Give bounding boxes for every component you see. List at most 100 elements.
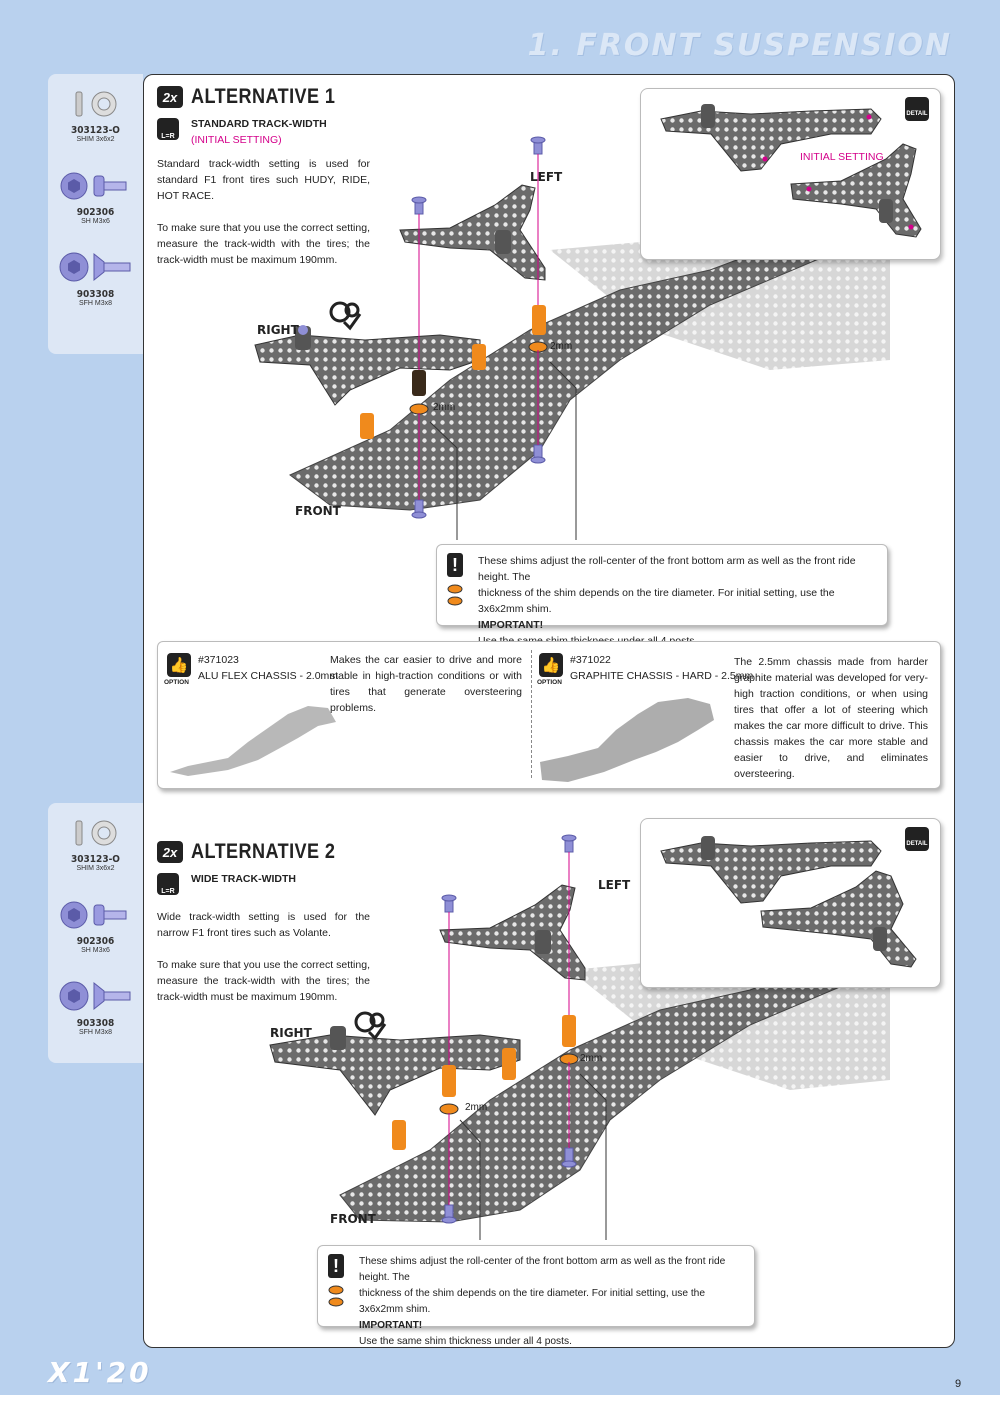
brand-logo: X1'20 — [48, 1356, 152, 1389]
detail-arm-illustration — [660, 104, 922, 238]
alu-chassis-image — [170, 706, 336, 776]
option-number: #371023 — [198, 654, 239, 666]
option-2-part: #371022 GRAPHITE CHASSIS - HARD - 2.5mm — [570, 652, 753, 684]
warning-icon: ! — [328, 1254, 344, 1278]
part-sfh-screw: 903308 SFH M3x8 — [48, 979, 143, 1036]
quantity-badge: 2x — [157, 86, 183, 108]
alt1-detail-box: INITIAL SETTING DETAIL — [640, 88, 941, 260]
note-line-2: thickness of the shim depends on the tir… — [478, 587, 835, 615]
shim-size-label: 2mm — [465, 1102, 488, 1113]
note-line-3: Use the same shim thickness under all 4 … — [359, 1336, 572, 1347]
alt1-header: 2x ALTERNATIVE 1 — [157, 85, 359, 109]
note-line-1: These shims adjust the roll-center of th… — [359, 1256, 726, 1283]
socket-head-screw-icon — [60, 172, 127, 200]
part-desc: SFH M3x8 — [78, 1029, 113, 1036]
thumbs-up-icon: 👍 — [539, 653, 563, 677]
option-name: GRAPHITE CHASSIS - HARD - 2.5mm — [570, 670, 754, 682]
note-important: IMPORTANT! — [478, 619, 544, 631]
left-arm-plate — [439, 884, 586, 981]
flat-head-screw-icon — [59, 252, 131, 282]
part-desc: SFH M3x8 — [78, 300, 113, 307]
shim-size-label: 2mm — [550, 341, 573, 352]
detail-magnifier-icon: DETAIL — [905, 827, 929, 851]
initial-setting-label: INITIAL SETTING — [800, 151, 884, 163]
option-tag: OPTION — [164, 679, 189, 686]
socket-head-screw-icon — [60, 901, 127, 929]
alt2-subtitle: WIDE TRACK-WIDTH — [191, 873, 296, 885]
parts-sidebar-1: 303123-O SHIM 3x6x2 902306 SH M3x6 90330… — [48, 74, 143, 354]
shim-size-label: 2mm — [433, 402, 456, 413]
part-code: 903308 — [76, 1018, 115, 1029]
detail-arm-illustration — [660, 836, 917, 968]
part-sh-screw: 902306 SH M3x6 — [48, 170, 143, 225]
shim-icon — [328, 1285, 344, 1307]
alt2-paragraph-1: Wide track-width setting is used for the… — [157, 911, 370, 939]
part-desc: SH M3x6 — [81, 218, 110, 225]
alt1-shim-note: ! These shims adjust the roll-center of … — [436, 544, 888, 647]
alt2-detail-box: DETAIL — [640, 818, 941, 988]
part-code: 303123-O — [71, 854, 120, 865]
alt1-description: Standard track-width setting is used for… — [157, 156, 370, 284]
part-shim: 303123-O SHIM 3x6x2 — [48, 817, 143, 872]
note-line-1: These shims adjust the roll-center of th… — [478, 555, 856, 583]
note-line-2: thickness of the shim depends on the tir… — [359, 1288, 705, 1315]
shim-part-icon — [75, 820, 117, 846]
tool-check-icon — [354, 1011, 387, 1041]
part-code: 303123-O — [71, 125, 120, 136]
left-arm-plate — [399, 184, 546, 281]
options-divider — [531, 650, 532, 778]
quantity-badge: 2x — [157, 841, 183, 863]
alt2-title: ALTERNATIVE 2 — [191, 840, 336, 863]
alt1-subtitle: STANDARD TRACK-WIDTH — [191, 118, 327, 130]
label-right: RIGHT — [257, 323, 299, 337]
graphite-chassis-image — [540, 698, 714, 782]
tool-check-icon — [329, 301, 362, 331]
option-1-part: #371023 ALU FLEX CHASSIS - 2.0mm — [198, 652, 338, 684]
flat-head-screw-icon — [59, 981, 131, 1011]
option-number: #371022 — [570, 654, 611, 666]
option-1-desc: Makes the car easier to drive and more s… — [330, 654, 522, 714]
part-code: 902306 — [76, 207, 115, 218]
part-sh-screw: 902306 SH M3x6 — [48, 899, 143, 954]
label-left: LEFT — [530, 170, 563, 184]
part-desc: SHIM 3x6x2 — [76, 865, 115, 872]
shim-icon — [447, 584, 463, 606]
alt1-paragraph-2: To make sure that you use the correct se… — [157, 222, 370, 266]
right-arm-plate — [254, 334, 481, 406]
part-sfh-screw: 903308 SFH M3x8 — [48, 250, 143, 307]
option-2-desc: The 2.5mm chassis made from harder graph… — [734, 656, 928, 780]
part-code: 902306 — [76, 936, 115, 947]
orange-posts — [392, 1015, 576, 1150]
label-right: RIGHT — [270, 1026, 312, 1040]
parts-sidebar-2: 303123-O SHIM 3x6x2 902306 SH M3x6 90330… — [48, 803, 143, 1063]
shim-size-label: 2mm — [580, 1053, 603, 1064]
left-right-same-icon: L=R — [157, 873, 179, 895]
page-number: 9 — [955, 1378, 962, 1390]
alt2-description: Wide track-width setting is used for the… — [157, 909, 370, 1021]
option-name: ALU FLEX CHASSIS - 2.0mm — [198, 670, 339, 682]
chassis-plate — [289, 239, 842, 511]
left-right-same-icon: L=R — [157, 118, 179, 140]
part-code: 903308 — [76, 289, 115, 300]
alt1-title: ALTERNATIVE 1 — [191, 85, 336, 108]
orange-posts — [360, 305, 546, 439]
shim-part-icon — [75, 91, 117, 117]
option-tag: OPTION — [537, 679, 562, 686]
part-shim: 303123-O SHIM 3x6x2 — [48, 88, 143, 143]
alt2-shim-note: ! These shims adjust the roll-center of … — [317, 1245, 755, 1347]
detail-magnifier-icon: DETAIL — [905, 97, 929, 121]
note-important: IMPORTANT! — [359, 1320, 423, 1331]
alt1-subnote: (INITIAL SETTING) — [191, 134, 282, 146]
part-desc: SHIM 3x6x2 — [76, 136, 115, 143]
alt1-paragraph-1: Standard track-width setting is used for… — [157, 158, 370, 202]
label-left: LEFT — [598, 878, 631, 892]
label-front: FRONT — [330, 1212, 376, 1226]
warning-icon: ! — [447, 553, 463, 577]
section-title: 1. FRONT SUSPENSION — [527, 28, 952, 63]
alt2-paragraph-2: To make sure that you use the correct se… — [157, 959, 370, 1003]
alt2-header: 2x ALTERNATIVE 2 — [157, 840, 359, 864]
chassis-options-box: 👍 OPTION #371023 ALU FLEX CHASSIS - 2.0m… — [157, 641, 941, 789]
thumbs-up-icon: 👍 — [167, 653, 191, 677]
chassis-plate — [339, 959, 882, 1223]
right-arm-plate — [269, 1034, 521, 1116]
